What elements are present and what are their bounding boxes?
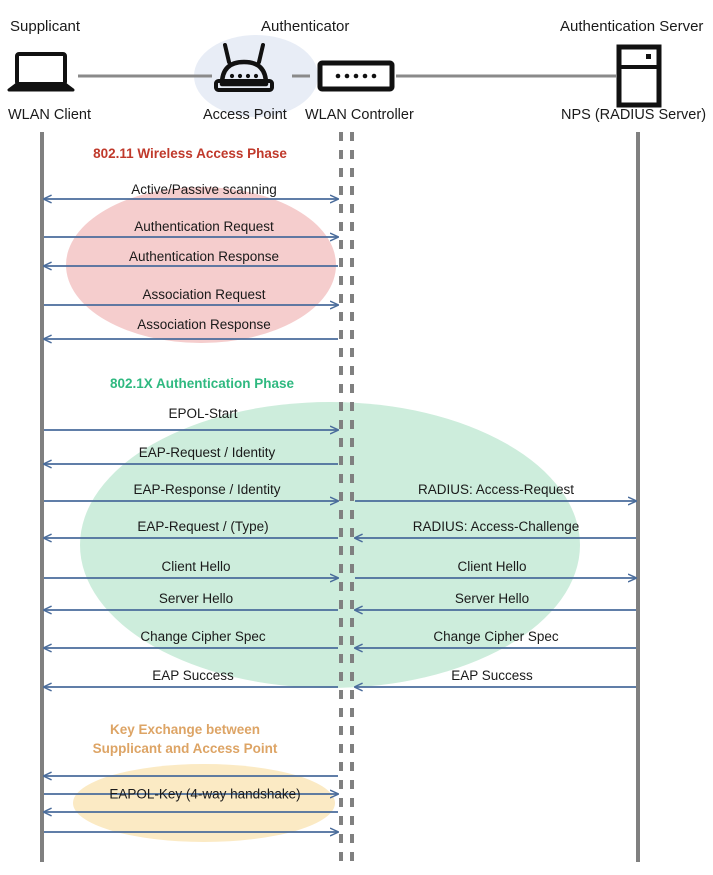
phase-8021x-arrows-right <box>355 501 636 687</box>
phase-title-8021x: 802.1X Authentication Phase <box>109 376 295 391</box>
phase-title-80211: 802.11 Wireless Access Phase <box>93 146 287 161</box>
msg-change-cipher-spec-right: Change Cipher Spec <box>433 629 559 644</box>
msg-change-cipher-spec-left: Change Cipher Spec <box>140 629 266 644</box>
actor-role-auth-server: Authentication Server <box>560 18 704 35</box>
phase-80211-arrows <box>44 199 338 339</box>
phase-key-exchange-arrows <box>44 776 338 832</box>
phase-80211-ellipse <box>66 187 336 343</box>
msg-association-response: Association Response <box>137 317 271 332</box>
msg-server-hello-left: Server Hello <box>158 591 234 606</box>
msg-radius-access-request: RADIUS: Access-Request <box>417 482 575 497</box>
actor-name-wlan-client: WLAN Client <box>8 107 91 123</box>
phase-key-exchange-ellipse <box>73 764 335 842</box>
actor-name-nps-radius-server: NPS (RADIUS Server) <box>561 107 707 123</box>
msg-epol-start: EPOL-Start <box>168 406 238 421</box>
wireless-router-icon <box>214 43 274 92</box>
actor-name-wlan-controller: WLAN Controller <box>305 107 414 123</box>
phase-8021x-arrows-left <box>44 430 338 687</box>
msg-eap-success-right: EAP Success <box>451 668 533 683</box>
actor-name-access-point: Access Point <box>203 107 287 123</box>
phase-8021x-ellipse <box>80 402 580 688</box>
msg-eap-request-identity: EAP-Request / Identity <box>138 445 276 460</box>
msg-server-hello-right: Server Hello <box>454 591 530 606</box>
msg-eapol-key-handshake: EAPOL-Key (4-way handshake) <box>109 786 301 802</box>
msg-authentication-request: Authentication Request <box>134 219 274 234</box>
msg-client-hello-left: Client Hello <box>161 559 231 574</box>
server-rack-icon <box>616 44 662 108</box>
laptop-icon <box>7 52 75 92</box>
msg-client-hello-right: Client Hello <box>457 559 527 574</box>
msg-eap-success-left: EAP Success <box>152 668 234 683</box>
phase-title-key-exchange-line1: Key Exchange between <box>109 722 261 737</box>
msg-eap-request-type: EAP-Request / (Type) <box>137 519 269 534</box>
msg-eap-response-identity: EAP-Response / Identity <box>133 482 281 497</box>
msg-association-request: Association Request <box>142 287 266 302</box>
phase-title-key-exchange-line2: Supplicant and Access Point <box>92 741 278 756</box>
actor-role-authenticator: Authenticator <box>261 18 350 35</box>
msg-radius-access-challenge: RADIUS: Access-Challenge <box>412 519 580 534</box>
actor-role-supplicant: Supplicant <box>10 18 81 35</box>
msg-active-passive-scanning: Active/Passive scanning <box>131 182 277 197</box>
network-switch-icon <box>317 60 395 92</box>
msg-authentication-response: Authentication Response <box>128 249 280 264</box>
